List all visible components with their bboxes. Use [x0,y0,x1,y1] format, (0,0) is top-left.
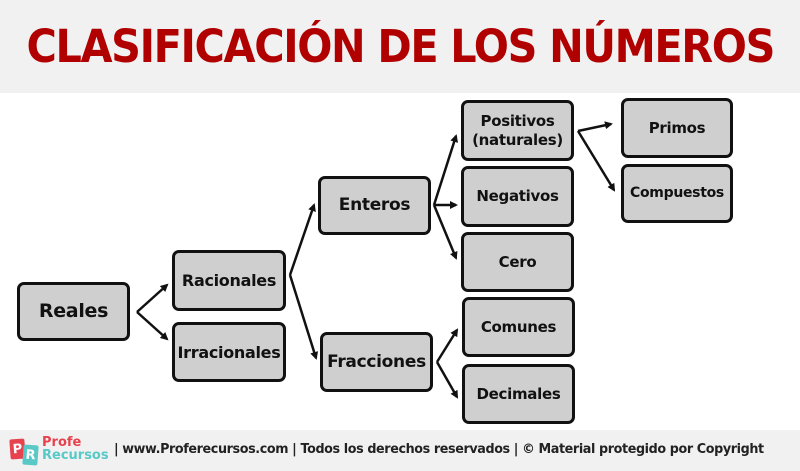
footer-copyright-text: | www.Proferecursos.com | Todos los dere… [114,442,764,457]
node-label: Compuestos [630,185,724,201]
node-label: Fracciones [327,351,426,372]
node-label: Racionales [181,271,277,290]
node-label: Negativos [476,187,559,205]
arrow-enteros-cero [432,204,458,260]
node-decimales: Decimales [462,364,575,424]
arrow-reales-irracionales [136,311,169,341]
node-reales: Reales [17,282,130,341]
page-title: CLASIFICACIÓN DE LOS NÚMEROS [26,20,775,73]
footer-bar: P R Profe Recursos | www.Proferecursos.c… [0,430,800,471]
node-racionales: Racionales [172,250,286,311]
node-label: Reales [38,300,109,322]
node-compuestos: Compuestos [621,164,733,223]
logo-brand-line1: Profe [42,435,82,450]
node-negativos: Negativos [461,166,574,227]
arrow-fracciones-decimales [435,361,459,399]
arrow-racionales-fracciones [288,274,319,360]
arrow-enteros-positivos [432,134,458,206]
node-label: Primos [648,118,706,137]
arrow-racionales-enteros [288,203,316,276]
node-comunes: Comunes [462,297,575,357]
node-cero: Cero [461,232,574,292]
title-banner: CLASIFICACIÓN DE LOS NÚMEROS [0,0,800,93]
node-enteros: Enteros [318,176,431,235]
arrow-positivos-primos [577,121,613,133]
logo-r-tile-icon: R [22,444,39,466]
node-label: Comunes [480,317,557,336]
node-label: Enteros [338,195,411,215]
node-label: Irracionales [177,342,281,362]
node-fracciones: Fracciones [320,332,433,392]
node-positivos-naturales: Positivos (naturales) [461,100,574,161]
node-label-line1: Positivos [480,111,555,130]
node-label: Decimales [476,384,561,403]
profe-recursos-logo: P R Profe Recursos [9,435,110,466]
logo-brand-line2: Recursos [42,448,109,463]
arrow-reales-racionales [136,283,169,313]
node-irracionales: Irracionales [172,322,286,382]
node-label-line2: (naturales) [472,130,563,149]
arrow-fracciones-comunes [435,328,459,363]
arrow-positivos-compuestos [576,130,616,192]
node-primos: Primos [621,98,733,158]
node-label: Cero [498,252,537,271]
